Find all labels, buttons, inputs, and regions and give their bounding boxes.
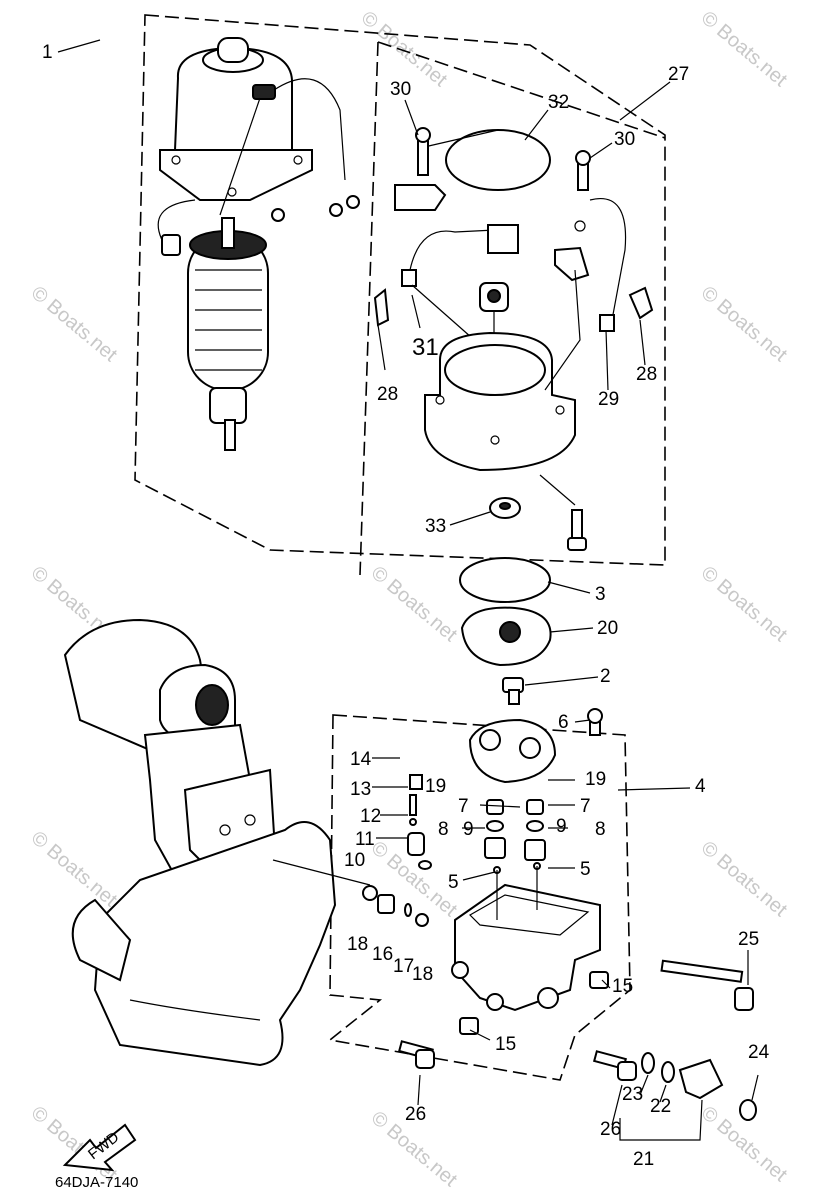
watermark: © Boats.net [367, 562, 462, 646]
callout-13: 13 [350, 779, 371, 800]
motor-yoke [159, 37, 360, 222]
armature [157, 199, 269, 451]
callout-9: 9 [463, 819, 474, 840]
callout-15: 15 [495, 1034, 516, 1055]
callout-4: 4 [695, 776, 706, 797]
watermark: © Boats.net [697, 837, 792, 921]
callout-19: 19 [425, 776, 446, 797]
group-outlines [134, 14, 666, 1081]
callout-labels: 1 2 3 4 5 5 6 7 7 8 8 9 9 10 11 12 13 14… [42, 42, 770, 1170]
callout-24: 24 [748, 1042, 770, 1063]
callout-7: 7 [580, 796, 591, 817]
callout-32: 32 [548, 92, 569, 113]
motor-cover-parts [373, 127, 654, 551]
callout-23: 23 [622, 1084, 643, 1105]
callout-8: 8 [595, 819, 606, 840]
callout-25: 25 [738, 929, 759, 950]
tilt-cylinder [63, 618, 371, 1067]
callout-27: 27 [668, 64, 689, 85]
callout-12: 12 [360, 806, 381, 827]
valve-body [451, 708, 603, 1012]
watermark: © Boats.net [697, 282, 792, 366]
diagram-code: 64DJA-7140 [55, 1174, 138, 1191]
callout-16: 16 [372, 944, 393, 965]
leader-lines [57, 39, 759, 1141]
callout-26: 26 [405, 1104, 426, 1125]
watermark: © Boats.net [697, 562, 792, 646]
watermark: © Boats.net [27, 282, 122, 366]
callout-15: 15 [612, 976, 633, 997]
callout-5: 5 [580, 859, 591, 880]
callout-20: 20 [597, 618, 618, 639]
callout-8: 8 [438, 819, 449, 840]
callout-33: 33 [425, 516, 446, 537]
callout-10: 10 [344, 850, 365, 871]
callout-1: 1 [42, 42, 53, 63]
callout-30: 30 [390, 79, 411, 100]
callout-3: 3 [595, 584, 606, 605]
callout-17: 17 [393, 956, 414, 977]
callout-14: 14 [350, 749, 372, 770]
callout-21: 21 [633, 1149, 654, 1170]
watermark: © Boats.net [27, 827, 122, 911]
callout-2: 2 [600, 666, 611, 687]
bolts-fittings [397, 959, 757, 1121]
callout-11: 11 [355, 829, 375, 850]
callout-26: 26 [600, 1119, 621, 1140]
callout-7: 7 [458, 796, 469, 817]
callout-6: 6 [558, 712, 569, 733]
callout-29: 29 [598, 389, 619, 410]
callout-22: 22 [650, 1096, 671, 1117]
small-parts [362, 774, 609, 1035]
callout-28: 28 [636, 364, 657, 385]
watermark: © Boats.net [697, 7, 792, 91]
callout-5: 5 [448, 872, 459, 893]
callout-18: 18 [412, 964, 433, 985]
callout-28: 28 [377, 384, 398, 405]
seals-plates [459, 557, 552, 705]
callout-19: 19 [585, 769, 606, 790]
callout-31: 31 [412, 334, 439, 361]
callout-18: 18 [347, 934, 368, 955]
callout-30: 30 [614, 129, 635, 150]
callout-9: 9 [556, 816, 567, 837]
